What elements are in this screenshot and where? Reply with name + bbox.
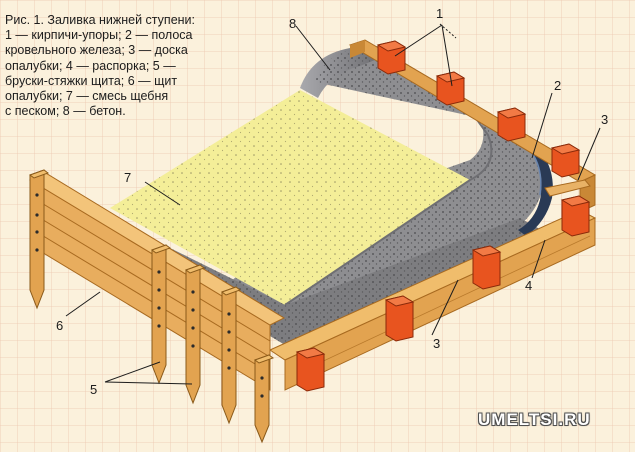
label-8-concrete: 8 — [289, 16, 297, 31]
label-5-tie-bars: 5 — [90, 382, 98, 397]
label-2-iron-strip: 2 — [554, 78, 562, 93]
label-7-gravel: 7 — [124, 170, 132, 185]
stake-3 — [184, 264, 206, 405]
stake-5 — [253, 354, 275, 444]
caption-line: опалубки; 4 — распорка; 5 — — [5, 58, 176, 73]
brick-1 — [376, 40, 407, 75]
gravel-sand-area — [110, 90, 470, 305]
figure-caption: Рис. 1. Заливка нижней ступени: 1 — кирп… — [5, 13, 267, 119]
label-6-shield: 6 — [56, 318, 64, 333]
stake-1 — [28, 169, 50, 310]
spacer-brace — [544, 179, 591, 197]
tie-bars — [28, 169, 275, 444]
caption-line: кровельного железа; 3 — доска — [5, 43, 188, 58]
caption-line: бруски-стяжки щита; 6 — щит — [5, 73, 178, 88]
label-3-board-front: 3 — [433, 336, 441, 351]
brick-6 — [471, 245, 502, 290]
label-1-bricks: 1 — [436, 6, 444, 21]
brick-3 — [496, 107, 527, 142]
stake-2 — [150, 244, 172, 385]
stake-nails — [35, 193, 264, 398]
caption-line: с песком; 8 — бетон. — [5, 104, 126, 119]
label-4-spacer: 4 — [525, 278, 533, 293]
brick-8 — [295, 347, 326, 392]
brick-5 — [560, 195, 591, 237]
stake-4 — [220, 286, 242, 425]
caption-line: 1 — кирпичи-упоры; 2 — полоса — [5, 28, 193, 43]
stop-bricks — [295, 40, 591, 392]
caption-line: опалубки; 7 — смесь щебня — [5, 89, 169, 104]
brick-4 — [550, 143, 581, 178]
site-watermark: UMELTSI.RU — [478, 410, 591, 429]
concrete-inner-edge — [284, 109, 493, 306]
leader-lines — [65, 23, 601, 385]
label-3-board-right: 3 — [601, 112, 609, 127]
caption-title: Рис. 1. Заливка нижней ступени: — [5, 13, 196, 27]
brick-7 — [384, 295, 415, 342]
